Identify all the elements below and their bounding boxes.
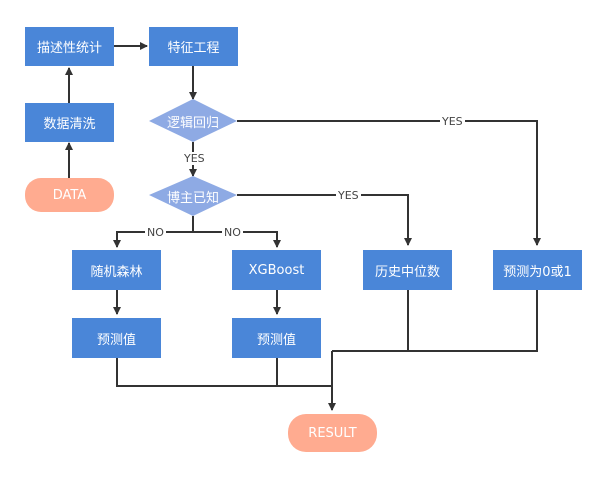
node-descriptive-stats: 描述性统计 xyxy=(25,27,114,66)
edge-blogger-to-xgb xyxy=(193,231,281,248)
edge-blogger-to-median xyxy=(237,194,412,246)
decision-logistic-regression-shape xyxy=(149,99,237,142)
label-logistic-yes-right: YES xyxy=(440,115,465,128)
label-blogger-no-left: NO xyxy=(145,226,166,239)
node-data-cleaning: 数据清洗 xyxy=(25,103,114,142)
label-logistic-yes-down: YES xyxy=(182,152,207,165)
node-feature-engineering: 特征工程 xyxy=(149,27,238,66)
node-xgboost: XGBoost xyxy=(232,250,321,290)
node-historical-median: 历史中位数 xyxy=(363,250,452,290)
edge-rfpred-to-result xyxy=(116,358,332,387)
edge-median-to-result xyxy=(332,290,409,352)
node-prediction-xgb: 预测值 xyxy=(232,318,321,358)
decision-blogger-known-shape xyxy=(149,176,237,216)
node-blogger-known: 博主已知 xyxy=(166,190,219,206)
edge-predict01-to-result xyxy=(408,290,538,352)
node-predict-0-or-1: 预测为0或1 xyxy=(493,250,582,290)
node-prediction-rf: 预测值 xyxy=(72,318,161,358)
edge-logistic-to-predict01 xyxy=(237,120,541,246)
node-data-terminal: DATA xyxy=(25,178,114,212)
label-blogger-no-right: NO xyxy=(222,226,243,239)
node-random-forest: 随机森林 xyxy=(72,250,161,290)
node-result-terminal: RESULT xyxy=(288,414,377,452)
label-blogger-yes: YES xyxy=(336,189,361,202)
node-logistic-regression: 逻辑回归 xyxy=(166,115,219,131)
